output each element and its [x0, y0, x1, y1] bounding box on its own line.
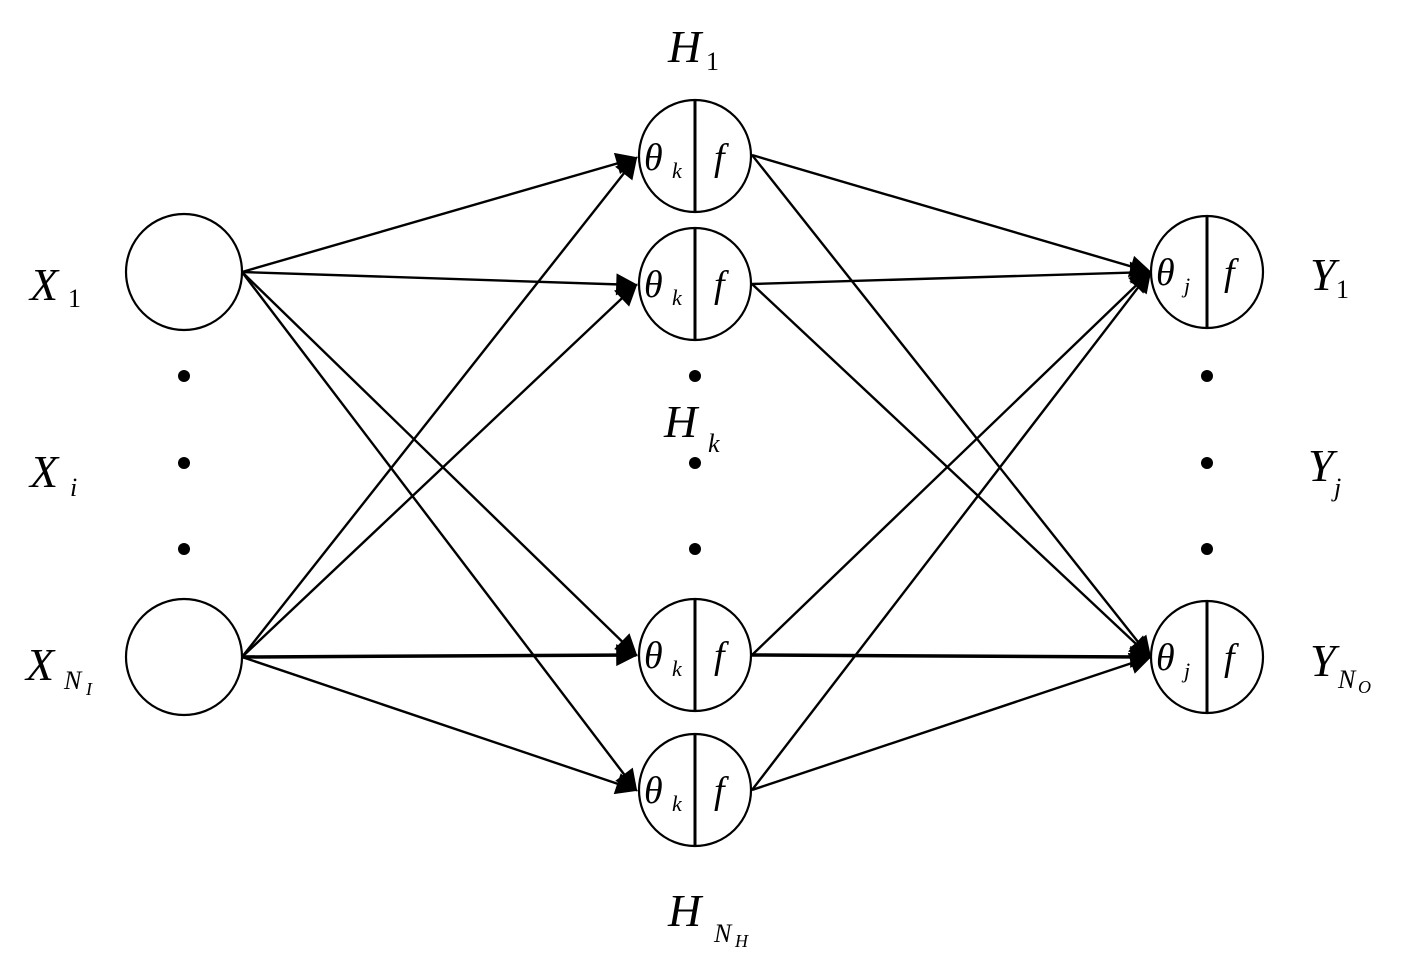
- theta-subscript: j: [1181, 273, 1190, 298]
- hidden-label-middle-sub: k: [708, 429, 720, 458]
- output-label-top-sub: 1: [1336, 275, 1349, 304]
- hidden-label-bottom-subsub: H: [734, 931, 749, 951]
- edge-x1-h4: [241, 271, 638, 792]
- theta-symbol: θ: [644, 635, 663, 677]
- output-label-bottom: Y: [1310, 635, 1340, 686]
- hidden-label-bottom: H: [667, 885, 704, 936]
- hidden-label-top-sub: 1: [706, 47, 719, 76]
- ellipsis-dot: [689, 543, 701, 555]
- input-labels: X 1 X i X N I: [24, 259, 93, 699]
- output-label-middle-sub: j: [1331, 473, 1341, 502]
- ellipsis-dot: [178, 543, 190, 555]
- input-label-top-sub: 1: [68, 284, 81, 313]
- output-label-bottom-sub: N: [1337, 665, 1357, 694]
- edge-h2-y1: [751, 261, 1153, 286]
- ellipsis-dot: [1201, 543, 1213, 555]
- output-layer: θ j f θ j f: [1149, 214, 1265, 715]
- hidden-node: θ k f: [637, 597, 753, 713]
- hidden-node: θ k f: [637, 98, 753, 214]
- input-label-bottom: X: [24, 639, 56, 690]
- hidden-layer: θ k f θ k f θ k f θ k f: [637, 98, 753, 848]
- edge-h1-y1: [751, 153, 1153, 277]
- input-label-bottom-sub: N: [63, 666, 83, 695]
- edge-h1-yn: [751, 154, 1152, 659]
- input-node-bottom: [124, 597, 244, 717]
- edge-xn-h3: [241, 644, 639, 667]
- output-node: θ j f: [1149, 599, 1265, 715]
- ellipsis-dot: [178, 370, 190, 382]
- edge-x1-h3: [241, 271, 638, 657]
- hidden-node: θ k f: [637, 226, 753, 342]
- edge-h3-yn: [751, 645, 1153, 668]
- theta-subscript: j: [1181, 658, 1190, 683]
- input-to-hidden-edges: [241, 152, 639, 795]
- theta-subscript: k: [672, 791, 683, 816]
- ellipsis-dot: [689, 370, 701, 382]
- theta-symbol: θ: [644, 264, 663, 306]
- edge-h4-yn: [751, 652, 1153, 792]
- edge-xn-h2: [241, 283, 638, 658]
- hidden-label-top: H: [667, 21, 704, 72]
- edge-x1-h2: [241, 270, 639, 296]
- ellipsis-dot: [1201, 457, 1213, 469]
- input-label-bottom-subsub: I: [85, 679, 93, 699]
- output-labels: Y 1 Y j Y N O: [1308, 249, 1371, 697]
- hidden-label-bottom-sub: N: [713, 919, 733, 948]
- theta-subscript: k: [672, 158, 683, 183]
- input-layer: [124, 212, 244, 717]
- theta-subscript: k: [672, 656, 683, 681]
- output-label-middle: Y: [1308, 440, 1338, 491]
- ellipsis-dot: [689, 457, 701, 469]
- hidden-node: θ k f: [637, 732, 753, 848]
- input-label-top: X: [28, 259, 60, 310]
- output-node: θ j f: [1149, 214, 1265, 330]
- output-label-bottom-subsub: O: [1358, 677, 1371, 697]
- edge-x1-h1: [241, 152, 639, 274]
- theta-symbol: θ: [644, 137, 663, 179]
- theta-symbol: θ: [1156, 637, 1175, 679]
- input-node-top: [124, 212, 244, 332]
- edge-h2-yn: [751, 283, 1152, 659]
- output-label-top: Y: [1310, 249, 1340, 300]
- input-label-middle: X: [28, 446, 60, 497]
- theta-symbol: θ: [1156, 252, 1175, 294]
- theta-symbol: θ: [644, 770, 663, 812]
- edge-xn-h4: [241, 655, 639, 795]
- hidden-label-middle: H: [663, 396, 700, 447]
- hidden-to-output-edges: [751, 153, 1153, 792]
- ellipsis-dot: [1201, 370, 1213, 382]
- ellipsis-dot: [178, 457, 190, 469]
- hidden-labels: H 1 H k H N H: [663, 21, 749, 951]
- edge-xn-h1: [241, 156, 638, 658]
- theta-subscript: k: [672, 285, 683, 310]
- edge-h4-y1: [751, 270, 1152, 791]
- edge-h3-y1: [751, 270, 1152, 656]
- input-label-middle-sub: i: [70, 473, 77, 502]
